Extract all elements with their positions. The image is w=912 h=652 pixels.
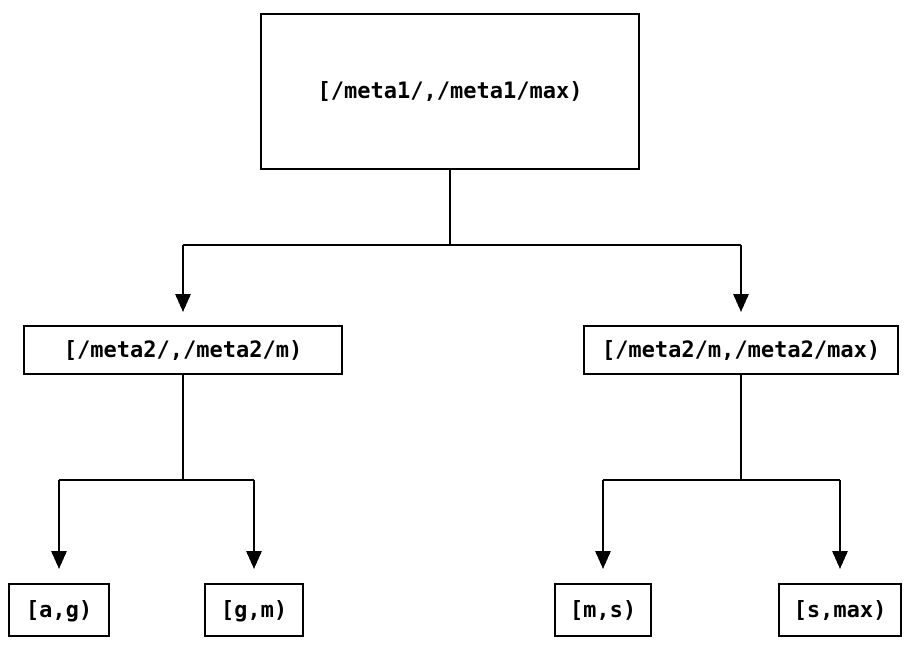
arrow-down-icon: [175, 294, 191, 312]
tree-node-leaf-smax-label: [s,max): [793, 597, 887, 623]
tree-node-right-child: [/meta2/m,/meta2/max): [583, 325, 899, 375]
tree-node-leaf-ms: [m,s): [554, 583, 652, 637]
arrow-down-icon: [51, 551, 67, 569]
tree-node-leaf-smax: [s,max): [778, 583, 902, 637]
tree-node-left-child-label: [/meta2/,/meta2/m): [63, 337, 303, 363]
tree-node-leaf-ag-label: [a,g): [25, 597, 93, 623]
tree-node-leaf-gm: [g,m): [204, 583, 304, 637]
tree-node-left-child: [/meta2/,/meta2/m): [23, 325, 343, 375]
tree-node-right-child-label: [/meta2/m,/meta2/max): [601, 337, 881, 363]
arrow-down-icon: [246, 551, 262, 569]
tree-node-leaf-gm-label: [g,m): [220, 597, 288, 623]
arrow-down-icon: [832, 551, 848, 569]
tree-node-root-label: [/meta1/,/meta1/max): [317, 79, 583, 104]
arrow-down-icon: [733, 294, 749, 312]
tree-node-leaf-ag: [a,g): [8, 583, 110, 637]
arrow-down-icon: [595, 551, 611, 569]
tree-node-root: [/meta1/,/meta1/max): [260, 13, 640, 170]
tree-node-leaf-ms-label: [m,s): [569, 597, 637, 623]
